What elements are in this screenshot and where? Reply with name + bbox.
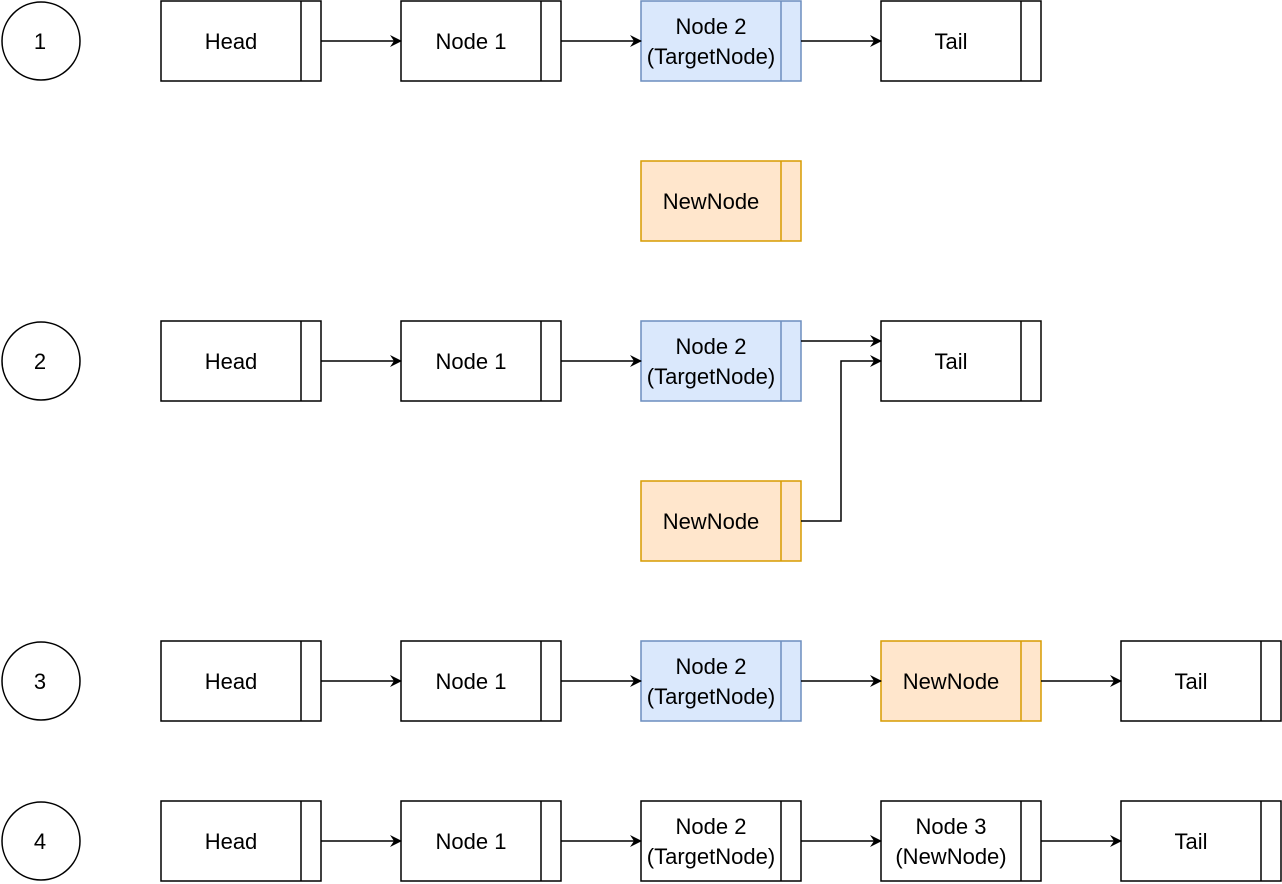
step-number: 3 bbox=[34, 669, 46, 694]
node-box bbox=[160, 640, 322, 722]
node-head: Head bbox=[160, 320, 322, 402]
node-node2: Node 2 (TargetNode) bbox=[640, 320, 802, 402]
step-number: 4 bbox=[34, 829, 46, 854]
node-label: Tail bbox=[934, 349, 967, 374]
node-node2: Node 2 (TargetNode) bbox=[640, 640, 802, 722]
node-label: NewNode bbox=[663, 509, 760, 534]
node-box bbox=[1120, 640, 1282, 722]
node-box bbox=[160, 0, 322, 82]
node-label: Tail bbox=[1174, 829, 1207, 854]
node-label: Head bbox=[205, 669, 258, 694]
node-tail: Tail bbox=[1120, 640, 1282, 722]
node-label: Head bbox=[205, 829, 258, 854]
node-label: Node 1 bbox=[436, 829, 507, 854]
link-arrow-newnode-to-tail bbox=[801, 355, 882, 522]
node-tail: Tail bbox=[880, 320, 1042, 402]
node-box bbox=[640, 320, 802, 402]
step-circle bbox=[1, 321, 81, 401]
node-box bbox=[640, 640, 802, 722]
node-label: Node 1 bbox=[436, 349, 507, 374]
node-box bbox=[400, 0, 562, 82]
node-box bbox=[160, 320, 322, 402]
node-box bbox=[640, 0, 802, 82]
node-node1: Node 1 bbox=[400, 640, 562, 722]
node-newnode: NewNode bbox=[640, 160, 802, 242]
node-label: (TargetNode) bbox=[647, 684, 775, 709]
node-label: Node 1 bbox=[436, 669, 507, 694]
node-box bbox=[880, 320, 1042, 402]
node-node1: Node 1 bbox=[400, 0, 562, 82]
node-node2: Node 2 (TargetNode) bbox=[640, 0, 802, 82]
node-label: NewNode bbox=[903, 669, 1000, 694]
node-label: (NewNode) bbox=[895, 844, 1006, 869]
node-node3: Node 3 (NewNode) bbox=[880, 800, 1042, 882]
step-circle bbox=[1, 1, 81, 81]
node-label: Tail bbox=[934, 29, 967, 54]
node-label: Node 2 bbox=[676, 334, 747, 359]
step-circle bbox=[1, 801, 81, 881]
node-box bbox=[640, 160, 802, 242]
node-head: Head bbox=[160, 800, 322, 882]
step-number: 2 bbox=[34, 349, 46, 374]
node-head: Head bbox=[160, 640, 322, 722]
step-circle bbox=[1, 641, 81, 721]
node-newnode: NewNode bbox=[640, 480, 802, 562]
node-node1: Node 1 bbox=[400, 320, 562, 402]
node-label: Node 2 bbox=[676, 654, 747, 679]
node-box bbox=[640, 800, 802, 882]
node-label: NewNode bbox=[663, 189, 760, 214]
node-box bbox=[880, 0, 1042, 82]
node-head: Head bbox=[160, 0, 322, 82]
node-label: (TargetNode) bbox=[647, 844, 775, 869]
node-tail: Tail bbox=[1120, 800, 1282, 882]
node-box bbox=[400, 320, 562, 402]
node-label: Head bbox=[205, 349, 258, 374]
node-box bbox=[1120, 800, 1282, 882]
node-box bbox=[880, 800, 1042, 882]
node-label: (TargetNode) bbox=[647, 44, 775, 69]
node-label: Node 3 bbox=[916, 814, 987, 839]
node-newnode: NewNode bbox=[880, 640, 1042, 722]
node-box bbox=[400, 800, 562, 882]
node-box bbox=[160, 800, 322, 882]
node-label: Node 2 bbox=[676, 814, 747, 839]
node-label: Head bbox=[205, 29, 258, 54]
node-label: Tail bbox=[1174, 669, 1207, 694]
node-label: (TargetNode) bbox=[647, 364, 775, 389]
node-label: Node 1 bbox=[436, 29, 507, 54]
step-3: 3 Head Node 1 Node 2 (TargetNode) NewNode Tail bbox=[1, 640, 1282, 722]
node-box bbox=[640, 480, 802, 562]
node-node2: Node 2 (TargetNode) bbox=[640, 800, 802, 882]
node-label: Node 2 bbox=[676, 14, 747, 39]
node-node1: Node 1 bbox=[400, 800, 562, 882]
step-4: 4 Head Node 1 Node 2 (TargetNode) Node 3 (NewN… bbox=[1, 800, 1282, 882]
node-tail: Tail bbox=[880, 0, 1042, 82]
step-number: 1 bbox=[34, 29, 46, 54]
